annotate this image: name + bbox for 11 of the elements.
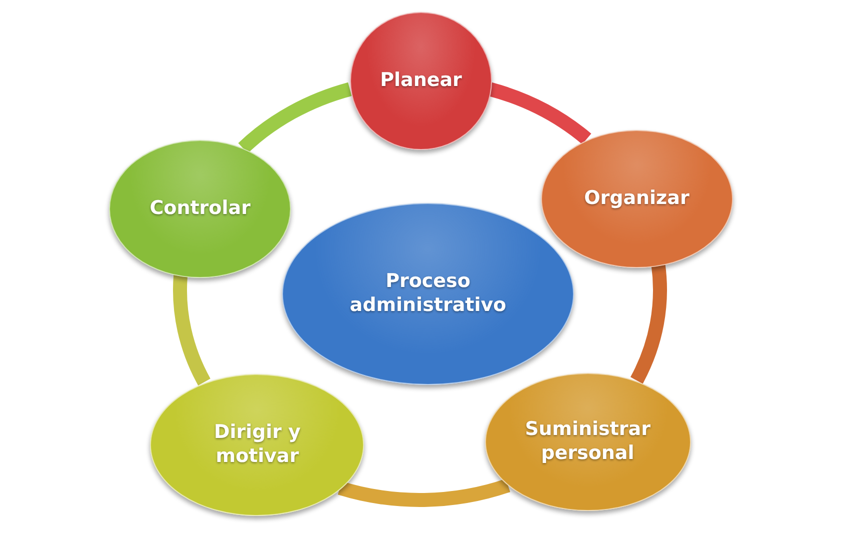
ring-connector xyxy=(173,275,211,386)
stage-label: Organizar xyxy=(583,187,690,211)
ring-connector xyxy=(238,82,352,154)
stage-label: Controlar xyxy=(148,197,252,221)
stage-label: Dirigir y motivar xyxy=(212,420,302,468)
ring-connector xyxy=(630,264,667,384)
ring-connector xyxy=(338,478,510,507)
stage-label: Planear xyxy=(379,69,463,93)
stage-label: Suministrar personal xyxy=(524,418,652,466)
ring-connector xyxy=(488,82,591,145)
stage-label: Proceso administrativo xyxy=(348,270,508,318)
